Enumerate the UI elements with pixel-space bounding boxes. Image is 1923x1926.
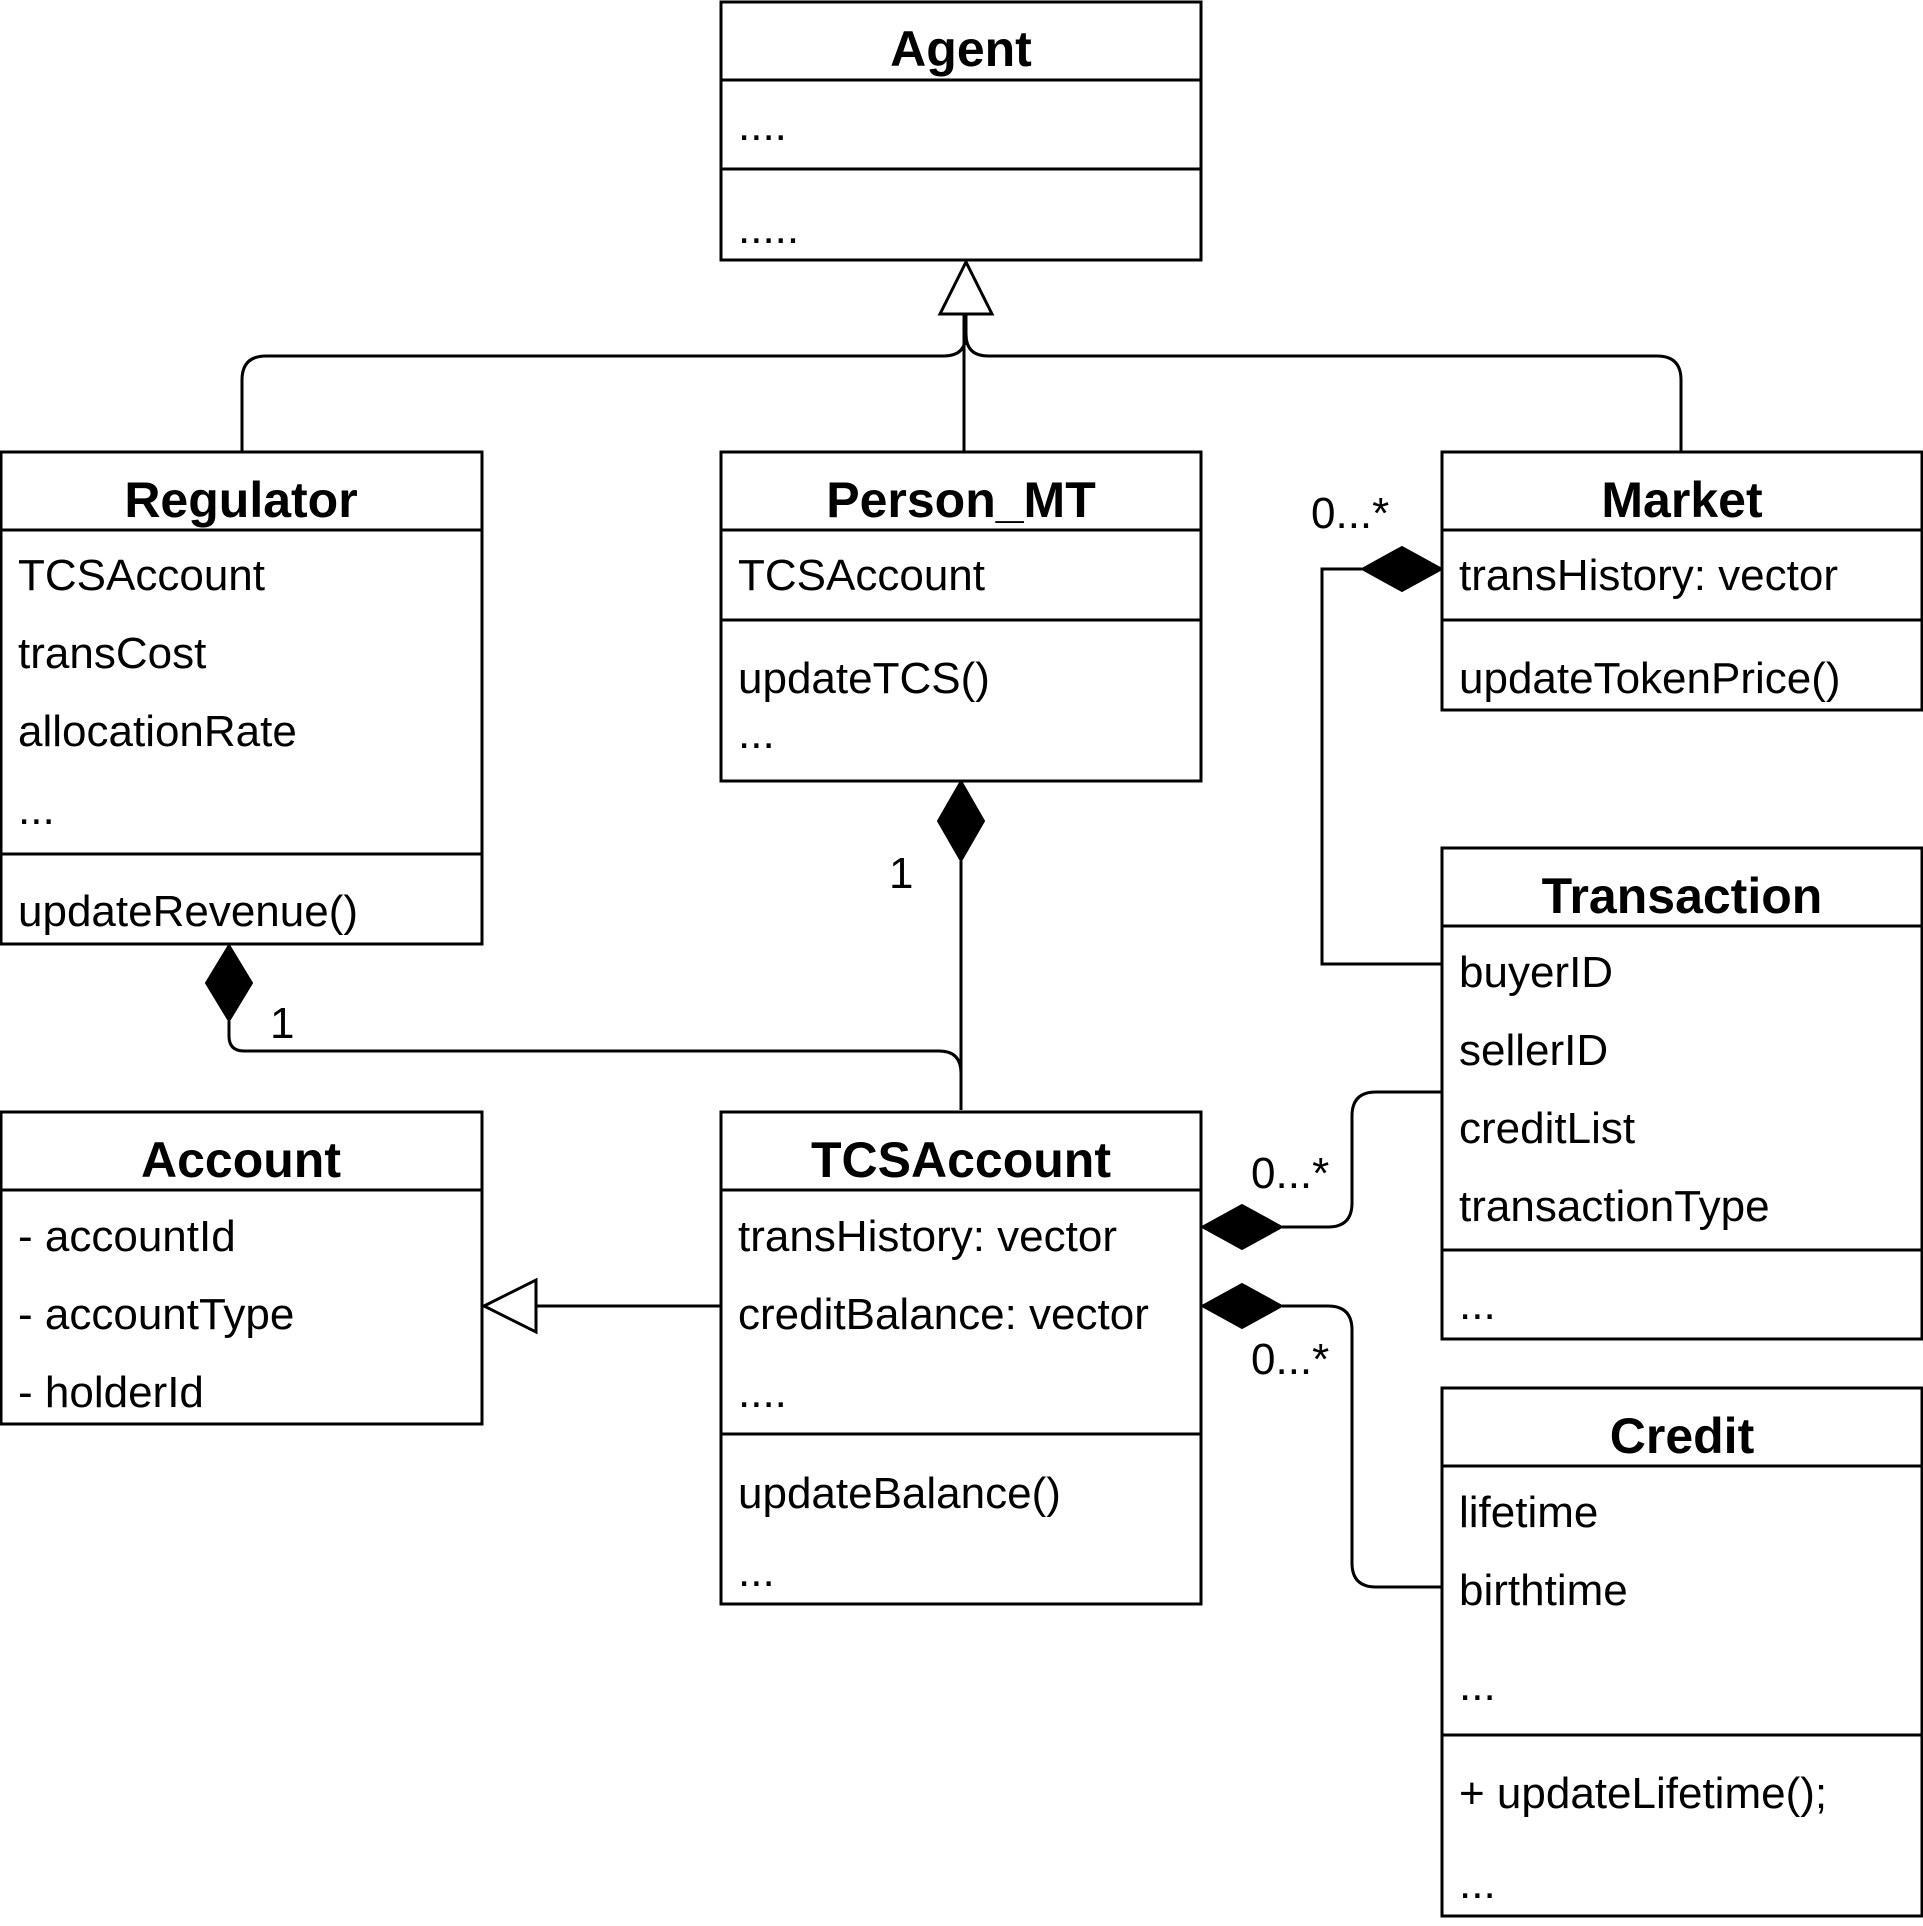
composition-edge-tcs-transaction (1282, 1090, 1442, 1229)
generalization-arrowhead-agent (937, 258, 995, 316)
composition-diamond-person-mt (936, 778, 986, 864)
composition-edge-market-transaction (1320, 567, 1442, 966)
generalization-arrowhead-account (480, 1277, 538, 1335)
class-credit-method: ... (1459, 1859, 1496, 1908)
class-account-attribute: - accountType (18, 1290, 294, 1339)
generalization-edge-regulator (240, 314, 968, 452)
class-agent-attribute: .... (738, 101, 787, 150)
class-person-mt-box (719, 450, 1203, 783)
class-transaction-attribute: sellerID (1459, 1026, 1608, 1075)
class-person-mt: Person_MT TCSAccount updateTCS() ... (719, 450, 1203, 783)
class-tcsaccount-method: ... (738, 1547, 775, 1596)
class-agent-name: Agent (890, 21, 1032, 77)
class-credit-attribute: birthtime (1459, 1566, 1628, 1615)
multiplicity-person-tcs: 1 (889, 849, 913, 898)
multiplicity-regulator-tcs: 1 (270, 999, 294, 1048)
class-account-attribute: - accountId (18, 1212, 236, 1261)
class-tcsaccount-attribute: creditBalance: vector (738, 1290, 1149, 1339)
class-market-attribute: transHistory: vector (1459, 551, 1838, 600)
class-transaction-method: ... (1459, 1280, 1496, 1329)
class-credit-method: + updateLifetime(); (1459, 1769, 1827, 1818)
composition-edge-regulator-tcs (227, 1021, 963, 1110)
composition-diamond-market (1359, 545, 1445, 593)
class-credit-attribute: lifetime (1459, 1488, 1598, 1537)
class-account: Account - accountId - accountType - hold… (0, 1110, 484, 1426)
class-person-mt-attribute: TCSAccount (738, 551, 985, 600)
class-credit: Credit lifetime birthtime ... + updateLi… (1440, 1386, 1923, 1918)
composition-diamond-regulator (204, 943, 254, 1023)
class-transaction-attribute: buyerID (1459, 948, 1613, 997)
class-transaction: Transaction buyerID sellerID creditList … (1440, 846, 1923, 1341)
class-agent-box (719, 0, 1203, 262)
class-transaction-name: Transaction (1542, 868, 1823, 924)
class-regulator-attribute: TCSAccount (18, 551, 265, 600)
class-person-mt-method: updateTCS() (738, 654, 990, 703)
class-market-box (1440, 450, 1923, 712)
class-regulator-attribute: allocationRate (18, 707, 297, 756)
generalization-edge-market (964, 314, 1683, 452)
connectors (204, 258, 1683, 1589)
class-agent-method: ..... (738, 204, 799, 253)
class-regulator-method: updateRevenue() (18, 887, 358, 936)
multiplicity-labels: 1 1 0...* 0...* 0...* (270, 489, 1389, 1384)
class-tcsaccount-box (719, 1110, 1203, 1606)
class-credit-attribute: ... (1459, 1661, 1496, 1710)
class-transaction-attribute: transactionType (1459, 1182, 1770, 1231)
class-market: Market transHistory: vector updateTokenP… (1440, 450, 1923, 712)
composition-diamond-tcs-transaction (1199, 1203, 1285, 1251)
multiplicity-market-transactions: 0...* (1311, 489, 1389, 538)
class-account-name: Account (141, 1132, 341, 1188)
class-market-method: updateTokenPrice() (1459, 654, 1841, 703)
class-person-mt-name: Person_MT (826, 472, 1096, 528)
class-tcsaccount-attribute: .... (738, 1368, 787, 1417)
composition-diamond-tcs-credit (1199, 1282, 1285, 1330)
class-tcsaccount-name: TCSAccount (811, 1132, 1111, 1188)
class-regulator-box (0, 450, 484, 946)
class-transaction-attribute: creditList (1459, 1104, 1635, 1153)
class-tcsaccount-method: updateBalance() (738, 1469, 1061, 1518)
multiplicity-tcs-credits: 0...* (1251, 1335, 1329, 1384)
class-market-name: Market (1601, 472, 1763, 528)
class-tcsaccount-attribute: transHistory: vector (738, 1212, 1117, 1261)
class-account-attribute: - holderId (18, 1368, 204, 1417)
class-credit-name: Credit (1610, 1408, 1755, 1464)
class-regulator-attribute: transCost (18, 629, 206, 678)
class-regulator-name: Regulator (124, 472, 357, 528)
class-regulator-attribute: ... (18, 785, 55, 834)
multiplicity-tcs-transactions: 0...* (1251, 1149, 1329, 1198)
class-tcsaccount: TCSAccount transHistory: vector creditBa… (719, 1110, 1203, 1606)
class-person-mt-method: ... (738, 709, 775, 758)
class-regulator: Regulator TCSAccount transCost allocatio… (0, 450, 484, 946)
class-credit-box (1440, 1386, 1923, 1918)
class-transaction-box (1440, 846, 1923, 1341)
class-account-box (0, 1110, 484, 1426)
class-agent: Agent .... ..... (719, 0, 1203, 262)
composition-edge-tcs-credit (1282, 1304, 1442, 1589)
